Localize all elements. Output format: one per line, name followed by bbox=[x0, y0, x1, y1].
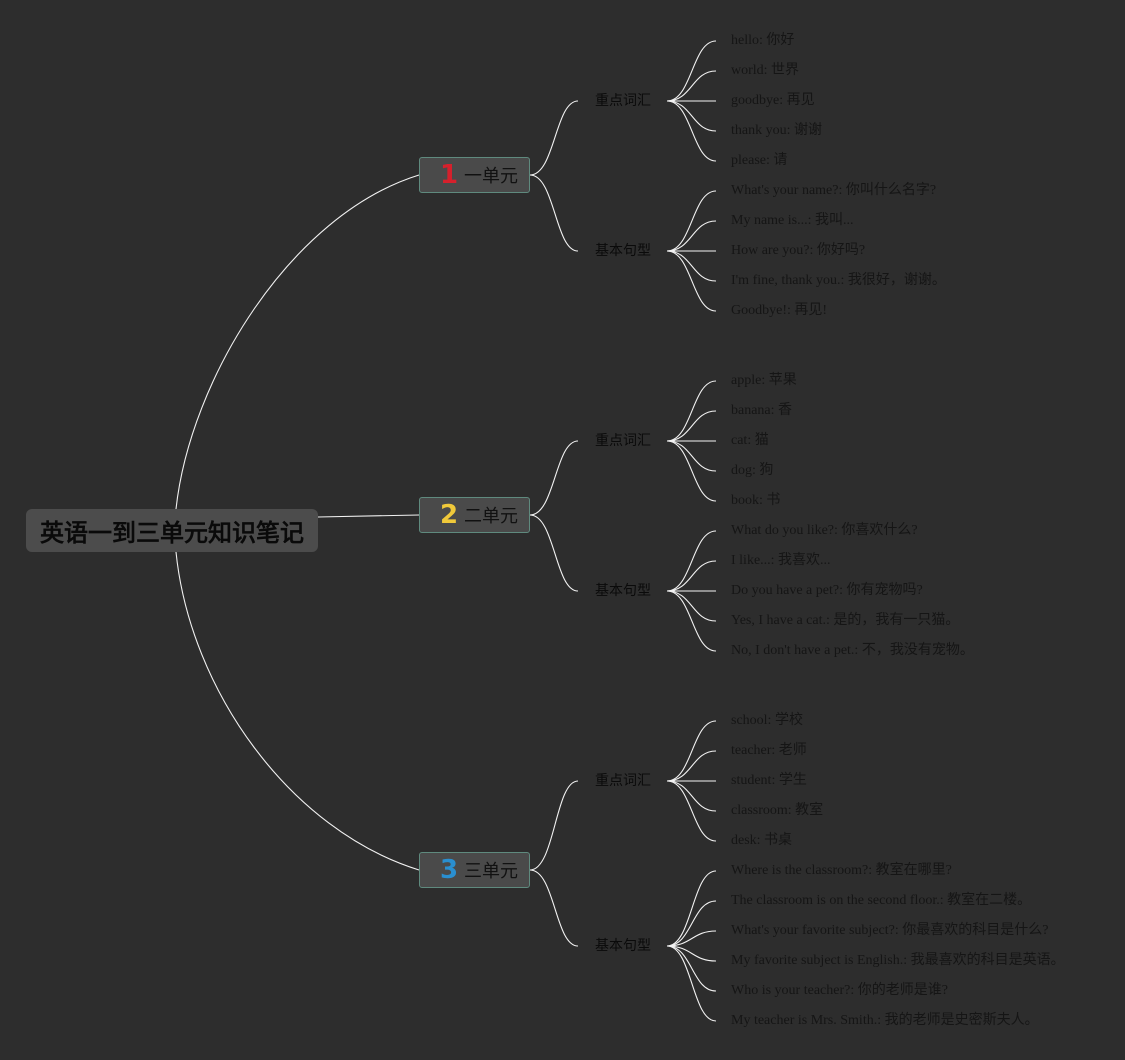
unit-3-sentences-node[interactable]: 基本句型 bbox=[595, 938, 651, 954]
connector-leaf-2-2-5 bbox=[666, 590, 717, 652]
connector-leaf-2-1-1 bbox=[666, 380, 717, 442]
connector-leaf-3-1-4 bbox=[666, 780, 717, 812]
leaf-item[interactable]: What's your favorite subject?: 你最喜欢的科目是什… bbox=[731, 923, 1049, 938]
leaf-item[interactable]: My teacher is Mrs. Smith.: 我的老师是史密斯夫人。 bbox=[731, 1013, 1039, 1028]
leaf-item[interactable]: book: 书 bbox=[731, 493, 781, 508]
unit-1-sentences-node[interactable]: 基本句型 bbox=[595, 243, 651, 259]
connector-unit-3-cat-1 bbox=[529, 780, 579, 871]
connector-unit-1-cat-1 bbox=[529, 100, 579, 176]
connector-unit-1-cat-2 bbox=[529, 174, 579, 252]
connector-leaf-1-2-2 bbox=[666, 220, 717, 252]
leaf-item[interactable]: teacher: 老师 bbox=[731, 743, 807, 758]
unit-2-vocabulary-node[interactable]: 重点词汇 bbox=[595, 433, 651, 449]
leaf-item[interactable]: student: 学生 bbox=[731, 773, 807, 788]
leaf-item[interactable]: Where is the classroom?: 教室在哪里? bbox=[731, 863, 952, 878]
unit-2-number-icon: 2 bbox=[439, 500, 459, 530]
leaf-item[interactable]: I'm fine, thank you.: 我很好，谢谢。 bbox=[731, 273, 946, 288]
leaf-item[interactable]: world: 世界 bbox=[731, 63, 800, 78]
connector-leaf-1-2-4 bbox=[666, 250, 717, 282]
leaf-item[interactable]: Goodbye!: 再见! bbox=[731, 303, 828, 318]
unit-2-node[interactable]: 2 二单元 bbox=[419, 497, 530, 533]
unit-1-node[interactable]: 1 一单元 bbox=[419, 157, 530, 193]
connector-root-unit-3 bbox=[175, 551, 420, 871]
unit-1-vocabulary-node[interactable]: 重点词汇 bbox=[595, 93, 651, 109]
leaf-item[interactable]: Who is your teacher?: 你的老师是谁? bbox=[731, 983, 948, 998]
connector-leaf-2-2-4 bbox=[666, 590, 717, 622]
connector-unit-2-cat-2 bbox=[529, 514, 579, 592]
unit-3-vocabulary-node[interactable]: 重点词汇 bbox=[595, 773, 651, 789]
unit-3-number-icon: 3 bbox=[439, 855, 459, 885]
leaf-item[interactable]: desk: 书桌 bbox=[731, 833, 793, 848]
connector-leaf-3-1-1 bbox=[666, 720, 717, 782]
unit-3-node[interactable]: 3 三单元 bbox=[419, 852, 530, 888]
connector-leaf-3-2-3 bbox=[666, 930, 717, 947]
leaf-item[interactable]: classroom: 教室 bbox=[731, 803, 824, 818]
connector-leaf-1-1-5 bbox=[666, 100, 717, 162]
connector-leaf-2-1-5 bbox=[666, 440, 717, 502]
connector-leaf-1-2-5 bbox=[666, 250, 717, 312]
unit-2-sentences-node[interactable]: 基本句型 bbox=[595, 583, 651, 599]
root-topic[interactable]: 英语一到三单元知识笔记 bbox=[26, 509, 318, 552]
connector-unit-2-cat-1 bbox=[529, 440, 579, 516]
leaf-item[interactable]: dog: 狗 bbox=[731, 463, 774, 478]
connector-leaf-3-1-2 bbox=[666, 750, 717, 782]
leaf-item[interactable]: My name is...: 我叫... bbox=[731, 213, 854, 228]
connector-leaf-3-2-6 bbox=[666, 945, 717, 1022]
leaf-item[interactable]: hello: 你好 bbox=[731, 33, 795, 48]
connector-leaf-1-2-1 bbox=[666, 190, 717, 252]
leaf-item[interactable]: apple: 苹果 bbox=[731, 373, 797, 388]
connector-leaf-2-2-1 bbox=[666, 530, 717, 592]
leaf-item[interactable]: What's your name?: 你叫什么名字? bbox=[731, 183, 937, 198]
connector-leaf-2-2-2 bbox=[666, 560, 717, 592]
leaf-item[interactable]: cat: 猫 bbox=[731, 433, 769, 448]
leaf-item[interactable]: How are you?: 你好吗? bbox=[731, 243, 866, 258]
root-topic-label: 英语一到三单元知识笔记 bbox=[40, 519, 304, 547]
leaf-item[interactable]: thank you: 谢谢 bbox=[731, 123, 822, 138]
connector-leaf-2-1-4 bbox=[666, 440, 717, 472]
leaf-item[interactable]: school: 学校 bbox=[731, 713, 803, 728]
connector-unit-3-cat-2 bbox=[529, 869, 579, 947]
leaf-item[interactable]: please: 请 bbox=[731, 153, 788, 168]
leaf-item[interactable]: My favorite subject is English.: 我最喜欢的科目… bbox=[731, 953, 1065, 968]
connector-leaf-3-2-2 bbox=[666, 900, 717, 947]
connector-leaf-3-2-1 bbox=[666, 870, 717, 947]
leaf-item[interactable]: I like...: 我喜欢... bbox=[731, 553, 831, 568]
leaf-item[interactable]: goodbye: 再见 bbox=[731, 93, 815, 108]
connector-leaf-1-1-1 bbox=[666, 40, 717, 102]
leaf-item[interactable]: What do you like?: 你喜欢什么? bbox=[731, 523, 918, 538]
connector-leaf-3-2-5 bbox=[666, 945, 717, 992]
unit-2-label: 二单元 bbox=[464, 506, 518, 527]
leaf-item[interactable]: No, I don't have a pet.: 不，我没有宠物。 bbox=[731, 643, 974, 658]
leaf-item[interactable]: The classroom is on the second floor.: 教… bbox=[731, 893, 1032, 908]
connector-leaf-1-1-4 bbox=[666, 100, 717, 132]
connector-root-unit-2 bbox=[317, 514, 420, 518]
connector-leaf-3-1-5 bbox=[666, 780, 717, 842]
unit-3-label: 三单元 bbox=[464, 861, 518, 882]
connector-leaf-1-1-2 bbox=[666, 70, 717, 102]
connector-leaf-2-1-2 bbox=[666, 410, 717, 442]
unit-1-number-icon: 1 bbox=[439, 160, 459, 190]
connector-root-unit-1 bbox=[175, 174, 420, 510]
leaf-item[interactable]: Do you have a pet?: 你有宠物吗? bbox=[731, 583, 923, 598]
leaf-item[interactable]: Yes, I have a cat.: 是的，我有一只猫。 bbox=[731, 613, 960, 628]
leaf-item[interactable]: banana: 香 bbox=[731, 403, 793, 418]
unit-1-label: 一单元 bbox=[464, 166, 518, 187]
